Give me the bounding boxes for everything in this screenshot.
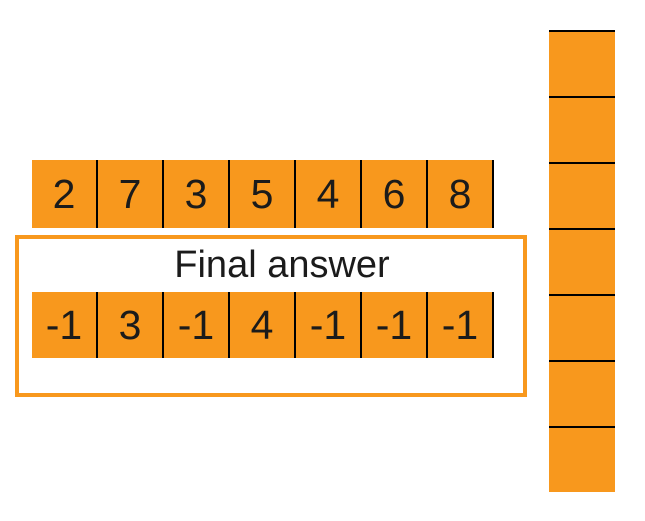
stack-cell — [549, 30, 615, 96]
input-array-cell: 8 — [428, 160, 494, 228]
final-answer-cell: -1 — [32, 292, 98, 358]
input-array-cell: 6 — [362, 160, 428, 228]
final-answer-cell: 3 — [98, 292, 164, 358]
final-answer-cell: -1 — [362, 292, 428, 358]
input-array-cell: 7 — [98, 160, 164, 228]
stack-cell — [549, 360, 615, 426]
stack-cell — [549, 294, 615, 360]
final-answer-cell: -1 — [428, 292, 494, 358]
input-array-cell: 5 — [230, 160, 296, 228]
input-array-cell: 4 — [296, 160, 362, 228]
stack-cell — [549, 162, 615, 228]
input-array-cell: 3 — [164, 160, 230, 228]
final-answer-label: Final answer — [174, 244, 390, 286]
final-answer-cell: -1 — [296, 292, 362, 358]
final-answer-cell: -1 — [164, 292, 230, 358]
final-answer-cell: 4 — [230, 292, 296, 358]
input-array-cell: 2 — [32, 160, 98, 228]
stack-column — [549, 30, 615, 492]
stack-cell — [549, 426, 615, 492]
stack-cell — [549, 96, 615, 162]
stack-cell — [549, 228, 615, 294]
